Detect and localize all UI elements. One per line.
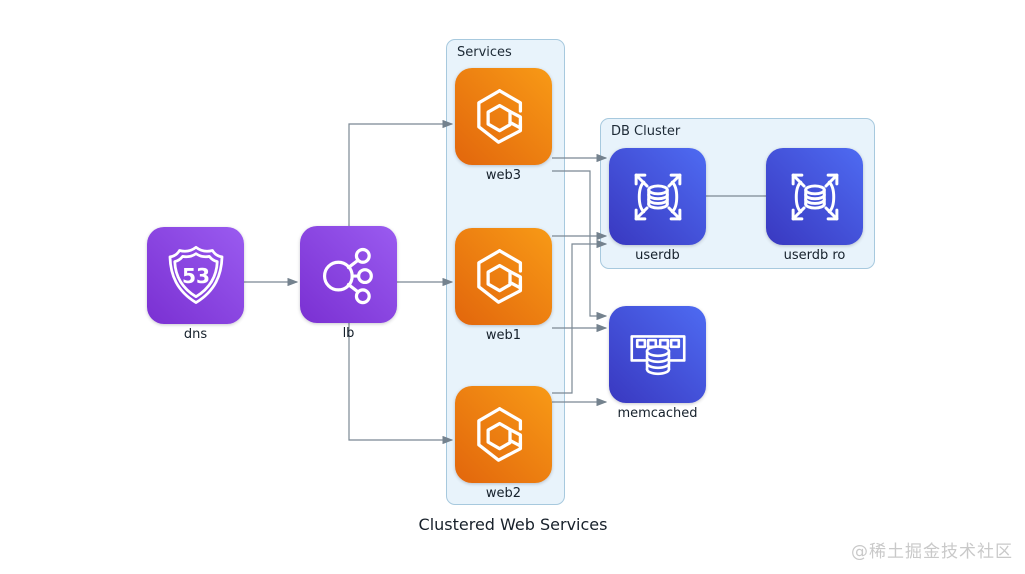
node-userdb-ro-label: userdb ro	[783, 248, 846, 263]
watermark-text: @稀土掘金技术社区	[851, 542, 1013, 562]
ecs-icon	[455, 386, 552, 483]
ecs-icon	[455, 228, 552, 325]
node-memcached: memcached	[609, 306, 706, 421]
node-dns: 53 dns	[147, 227, 244, 342]
edge-lb-web2	[348, 323, 454, 445]
node-web2: web2	[455, 386, 552, 501]
node-userdb-ro: userdb ro	[766, 148, 863, 263]
elasticache-icon	[609, 306, 706, 403]
node-lb-label: lb	[342, 326, 355, 341]
route53-icon: 53	[147, 227, 244, 324]
node-web2-label: web2	[485, 486, 522, 501]
rds-icon	[766, 148, 863, 245]
node-lb: lb	[300, 226, 397, 341]
diagram-title: Clustered Web Services	[418, 515, 608, 534]
rds-icon	[609, 148, 706, 245]
node-web3-label: web3	[485, 168, 522, 183]
node-userdb-label: userdb	[635, 248, 680, 263]
node-memcached-label: memcached	[617, 406, 698, 421]
node-userdb: userdb	[609, 148, 706, 263]
ecs-icon	[455, 68, 552, 165]
node-web1-label: web1	[485, 328, 522, 343]
edge-lb-web3	[348, 119, 454, 226]
node-web1: web1	[455, 228, 552, 343]
cluster-services-label: Services	[457, 45, 512, 60]
cluster-db-label: DB Cluster	[611, 124, 681, 139]
node-web3: web3	[455, 68, 552, 183]
node-dns-label: dns	[183, 327, 208, 342]
edge-web2-userdb	[552, 239, 608, 394]
route53-number: 53	[181, 263, 209, 287]
elb-icon	[300, 226, 397, 323]
